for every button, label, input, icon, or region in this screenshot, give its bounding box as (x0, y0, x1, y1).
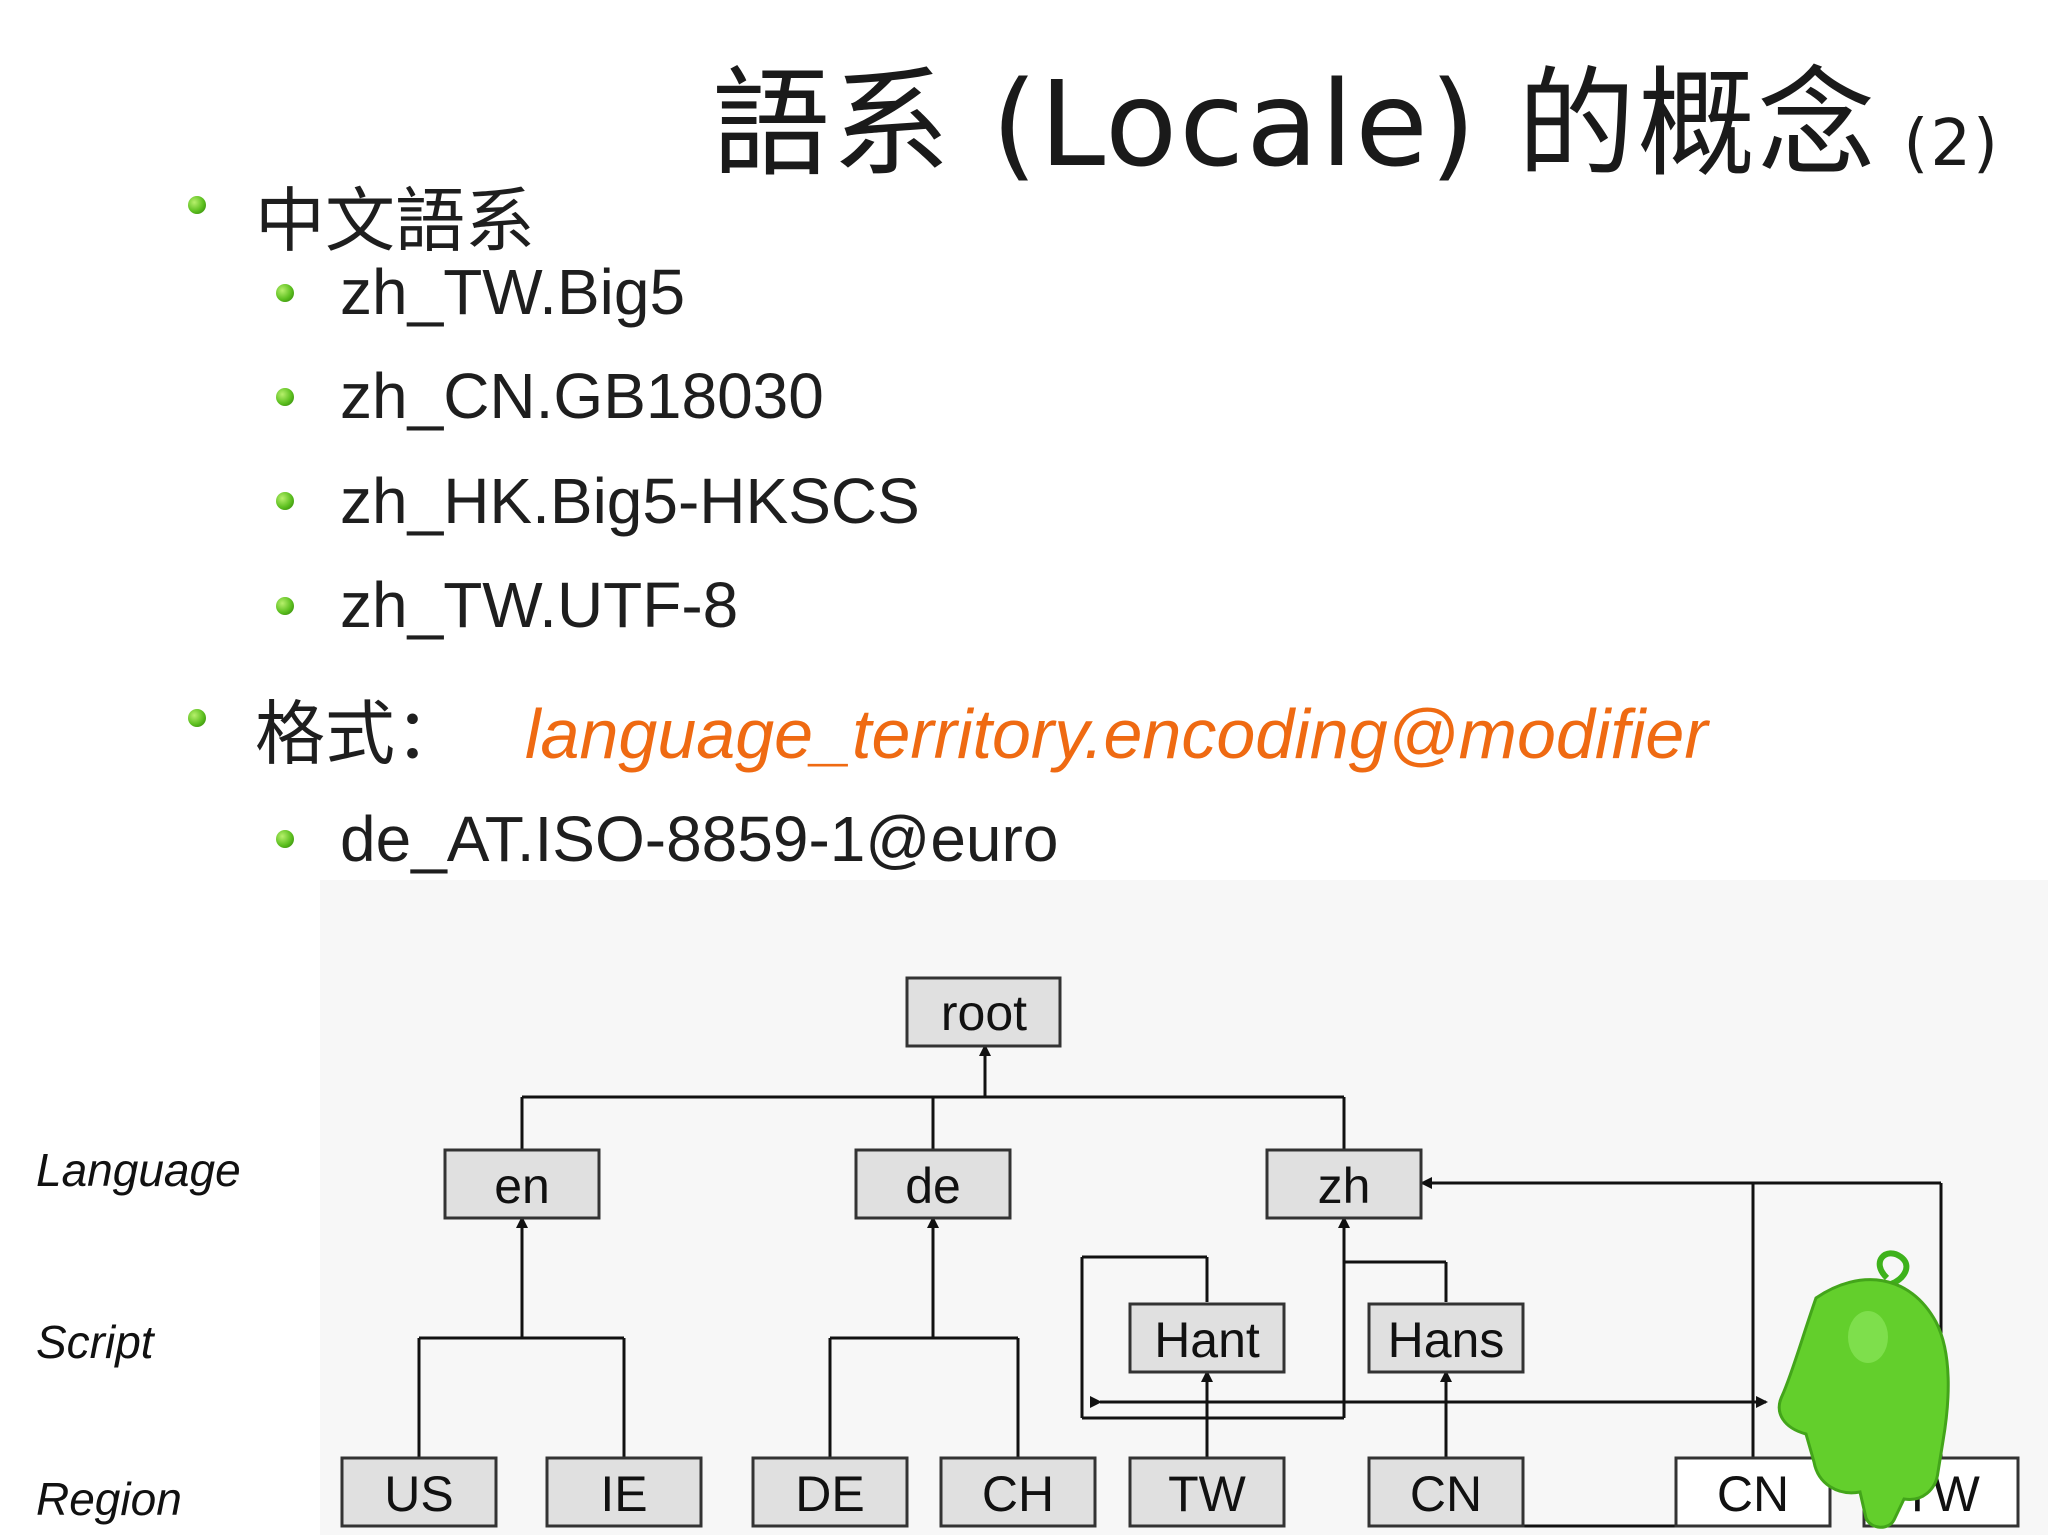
node-tw-hant-label: TW (1168, 1466, 1247, 1522)
locale-example-3: zh_HK.Big5-HKSCS (340, 465, 920, 537)
locale-example-2: zh_CN.GB18030 (340, 360, 824, 432)
node-hant-label: Hant (1154, 1312, 1260, 1368)
node-cn-zh: CN (1674, 1456, 1832, 1528)
node-ie: IE (545, 1456, 703, 1528)
slide-title: 語系 (Locale) 的概念(2) (711, 55, 2000, 193)
node-hans-label: Hans (1388, 1312, 1505, 1368)
node-en: en (443, 1148, 601, 1220)
node-en-label: en (494, 1158, 550, 1214)
node-hant: Hant (1128, 1302, 1286, 1374)
bullet-icon (276, 492, 294, 510)
node-tw-hant: TW (1128, 1456, 1286, 1528)
node-ch-label: CH (982, 1466, 1054, 1522)
node-cn-hans-label: CN (1410, 1466, 1482, 1522)
bullet-icon (276, 597, 294, 615)
slide-number: (2) (1903, 107, 2000, 181)
level-region-label: Region (36, 1473, 182, 1525)
node-us: US (340, 1456, 498, 1528)
diagram-background (320, 880, 2048, 1535)
node-cn-hans: CN (1367, 1456, 1525, 1528)
locale-example-1: zh_TW.Big5 (340, 256, 686, 328)
bullet-icon (276, 284, 294, 302)
bullet-icon (188, 709, 206, 727)
bullet-chinese-locale: 中文語系 (255, 180, 535, 262)
node-ch: CH (939, 1456, 1097, 1528)
node-de-label: de (905, 1158, 961, 1214)
format-label: 格式： (255, 693, 465, 775)
bullet-icon (276, 388, 294, 406)
node-hans: Hans (1367, 1302, 1525, 1374)
node-root: root (905, 976, 1062, 1048)
format-example: de_AT.ISO-8859-1@euro (340, 803, 1059, 875)
node-zh-label: zh (1318, 1158, 1371, 1214)
locale-example-4: zh_TW.UTF-8 (340, 569, 739, 641)
node-zh: zh (1265, 1148, 1423, 1220)
level-script-label: Script (36, 1316, 154, 1368)
level-language-label: Language (36, 1144, 241, 1196)
format-line: 格式： language_territory.encoding@modifier (255, 678, 1708, 779)
node-root-label: root (941, 985, 1027, 1041)
bullet-icon (276, 830, 294, 848)
node-de-region-label: DE (795, 1466, 864, 1522)
node-de: de (854, 1148, 1012, 1220)
node-us-label: US (384, 1466, 453, 1522)
node-cn-zh-label: CN (1717, 1466, 1789, 1522)
format-value: language_territory.encoding@modifier (525, 695, 1708, 773)
node-de-region: DE (751, 1456, 909, 1528)
bullet-icon (188, 196, 206, 214)
node-ie-label: IE (600, 1466, 647, 1522)
green-mascot-icon (1777, 1250, 1950, 1529)
